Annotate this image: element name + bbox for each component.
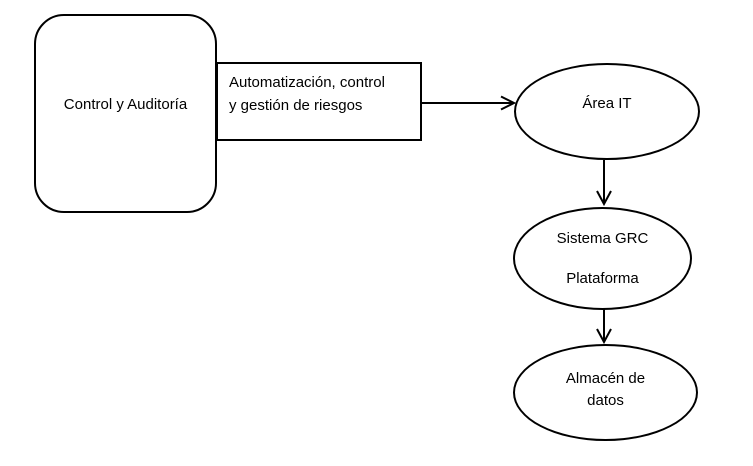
node-almacen-datos: Almacén de datos — [513, 344, 698, 441]
arrow-rect-to-area-it — [422, 95, 517, 111]
node-sistema-grc-line2: Plataforma — [566, 269, 639, 287]
node-control-auditoria: Control y Auditoría — [34, 14, 217, 213]
node-automatizacion-line2: y gestión de riesgos — [229, 97, 363, 114]
node-area-it-label: Área IT — [582, 94, 632, 112]
node-almacen-datos-line1: Almacén de — [565, 369, 646, 387]
node-control-auditoria-label: Control y Auditoría — [63, 95, 188, 113]
arrow-area-it-to-sistema-grc — [596, 160, 612, 207]
node-sistema-grc: Sistema GRC Plataforma — [513, 207, 692, 310]
node-almacen-datos-line2: datos — [587, 391, 624, 409]
node-area-it: Área IT — [514, 63, 700, 160]
node-automatizacion: Automatización, control y gestión de rie… — [216, 62, 422, 141]
arrow-sistema-grc-to-almacen — [596, 308, 612, 345]
node-automatizacion-line1: Automatización, control — [229, 74, 385, 91]
node-sistema-grc-line1: Sistema GRC — [556, 229, 649, 247]
